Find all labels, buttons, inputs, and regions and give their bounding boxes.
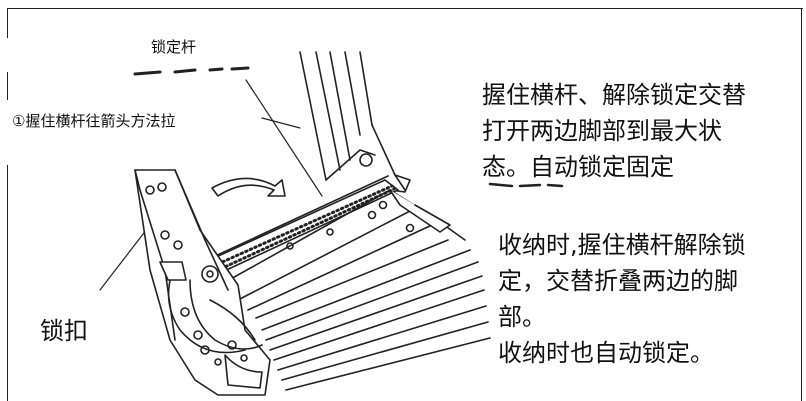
hinge-bracket xyxy=(134,169,271,396)
fold-instructions-line: 定，交替折叠两边的脚 xyxy=(498,267,738,295)
cross-bar xyxy=(191,175,399,281)
step-one-label: ①握住横杆往箭头方法拉 xyxy=(12,112,176,130)
rotation-arrow-icon xyxy=(211,177,286,197)
frame-left-border xyxy=(7,165,8,401)
open-instructions-line: 态。自动锁定固定 xyxy=(482,153,674,181)
fold-instructions: 收纳时,握住横杆解除锁 定，交替折叠两边的脚 部。 收纳时也自动锁定。 xyxy=(498,227,798,371)
fold-instructions-line: 收纳时也自动锁定。 xyxy=(498,339,714,367)
buckle-label: 锁扣 xyxy=(40,317,88,345)
frame-left-border xyxy=(7,8,8,38)
upright-frame xyxy=(299,51,411,193)
lock-bar-texture xyxy=(133,66,250,76)
fold-instructions-line: 部。 xyxy=(498,303,546,331)
leader-lines xyxy=(99,79,323,291)
open-instructions-line: 握住横杆、解除锁定交替 xyxy=(482,81,746,109)
step-platform xyxy=(219,189,491,391)
smudge-marks xyxy=(488,182,564,188)
fold-instructions-line: 收纳时,握住横杆解除锁 xyxy=(498,231,746,259)
frame-right-border xyxy=(801,8,802,401)
lock-bar-label: 锁定杆 xyxy=(151,38,197,56)
open-instructions-line: 打开两边脚部到最大状 xyxy=(482,117,722,145)
frame-left-border xyxy=(7,72,8,100)
open-instructions: 握住横杆、解除锁定交替 打开两边脚部到最大状 态。自动锁定固定 xyxy=(482,77,782,185)
frame-top-border xyxy=(7,8,803,9)
